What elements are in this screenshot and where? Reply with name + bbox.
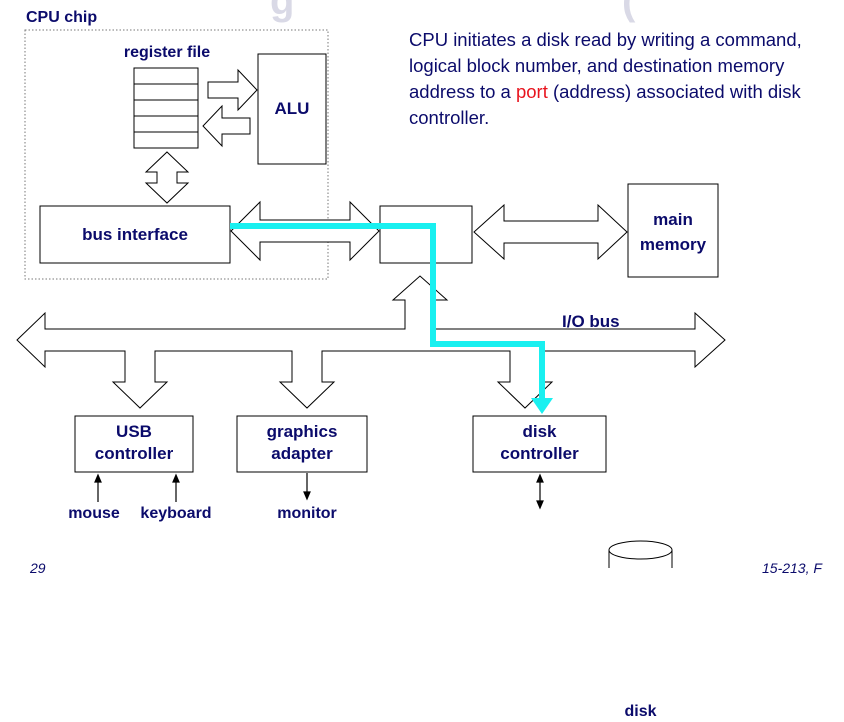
monitor-label: monitor — [277, 505, 337, 522]
keyboard-label: keyboard — [140, 505, 212, 522]
disk-controller-label-line1: disk — [522, 422, 557, 441]
description-after: (address) associated with disk controlle… — [409, 81, 801, 128]
disk-controller-label-line2: controller — [500, 444, 579, 463]
course-footer: 15-213, F — [762, 560, 822, 576]
cpu-chip-boundary — [24, 29, 329, 280]
data-path-line — [230, 223, 545, 400]
main-memory-label-line2: memory — [639, 235, 707, 254]
keyboard-arrow-head — [172, 473, 180, 483]
diagram-canvas: g ( — [16, 0, 839, 720]
disk-label: disk — [624, 703, 657, 720]
bus-interface-label: bus interface — [82, 225, 188, 244]
title-fragment: g ( — [270, 0, 636, 23]
mouse-label: mouse — [68, 505, 120, 522]
graphics-adapter-label-line2: adapter — [271, 444, 333, 463]
alu-to-register-arrow — [202, 104, 251, 148]
disk-arrow-down-head — [536, 500, 544, 510]
page-number: 29 — [30, 560, 46, 576]
io-bus-label: I/O bus — [562, 312, 620, 331]
graphics-adapter-label-line1: graphics — [266, 422, 338, 441]
data-path-arrowhead — [531, 398, 553, 414]
io-bus — [16, 275, 726, 409]
register-bus-interface-arrow — [144, 151, 190, 204]
diagram-svg: g ( — [16, 0, 726, 703]
disk-read-command-path — [230, 223, 553, 414]
register-file — [133, 67, 199, 149]
main-memory-box — [627, 183, 719, 278]
register-to-alu-arrow — [207, 68, 258, 112]
device-arrows — [94, 473, 544, 510]
usb-controller-label-line1: USB — [116, 422, 152, 441]
title-fragment-left: g — [270, 0, 294, 23]
usb-controller-label-line2: controller — [94, 444, 174, 463]
title-fragment-right: ( — [622, 0, 636, 23]
system-bus-arrow — [230, 200, 380, 262]
description-port-highlight: port — [515, 81, 548, 102]
disk-cylinder — [608, 540, 673, 703]
disk-controller-box — [472, 415, 607, 473]
description-text: CPU initiates a disk read by writing a c… — [409, 27, 839, 131]
disk-arrow-up-head — [536, 473, 544, 483]
monitor-arrow-head — [303, 491, 311, 501]
bus-interface-box — [39, 205, 231, 264]
graphics-adapter-box — [236, 415, 368, 473]
register-file-label: register file — [123, 44, 211, 61]
mouse-arrow-head — [94, 473, 102, 483]
main-memory-label-line1: main — [653, 210, 693, 229]
io-bridge-box — [379, 205, 473, 264]
usb-controller-box — [74, 415, 194, 473]
description-before: CPU initiates a disk read by writing a c… — [409, 29, 802, 102]
memory-bus-arrow — [473, 203, 628, 261]
alu-box — [257, 53, 327, 165]
alu-label: ALU — [274, 99, 310, 118]
cpu-chip-label: CPU chip — [26, 9, 98, 26]
